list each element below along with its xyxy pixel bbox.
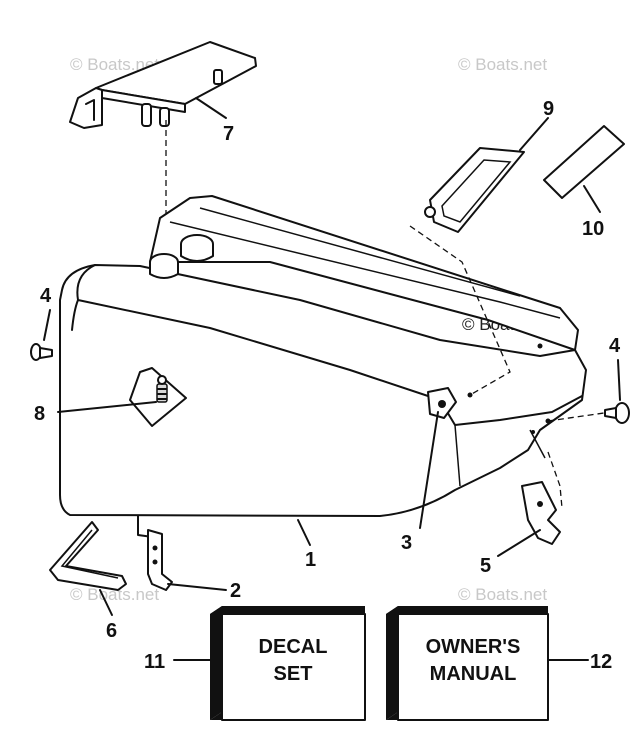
part-9-window xyxy=(424,147,525,233)
callout-10: 10 xyxy=(582,218,604,240)
part-6-seal xyxy=(49,521,127,591)
part-3-grommet xyxy=(427,387,457,419)
part-8-latch xyxy=(129,367,187,427)
part-1-engine-cover xyxy=(59,195,587,539)
part-2-bracket xyxy=(147,529,173,591)
decal-box-line1: DECAL xyxy=(259,636,328,658)
leader-5 xyxy=(497,529,541,557)
callout-4-left: 4 xyxy=(40,285,52,307)
callout-1: 1 xyxy=(305,549,316,571)
leader-9-dash xyxy=(409,225,511,396)
callout-7: 7 xyxy=(223,123,234,145)
part-10-strip xyxy=(543,125,625,199)
leader-4-left xyxy=(43,309,51,341)
callout-11: 11 xyxy=(144,651,165,673)
callout-12: 12 xyxy=(590,651,612,673)
leader-1 xyxy=(297,519,311,546)
callout-3: 3 xyxy=(401,532,412,554)
watermark-bottom-left: © Boats.net xyxy=(70,585,159,604)
watermark-top-right: © Boats.net xyxy=(458,55,547,74)
callout-8: 8 xyxy=(34,403,45,425)
part-5-bracket xyxy=(521,481,561,545)
leader-10 xyxy=(583,185,601,213)
part-7-top-cap xyxy=(69,41,257,129)
part-11-decal-box: DECAL SET xyxy=(210,606,366,721)
callout-4-right: 4 xyxy=(609,335,621,357)
manual-box-line2: MANUAL xyxy=(430,663,517,685)
decal-box-line2: SET xyxy=(274,663,313,685)
watermark-bottom-right: © Boats.net xyxy=(458,585,547,604)
callout-6: 6 xyxy=(106,620,117,642)
callout-2: 2 xyxy=(230,580,241,602)
leader-7 xyxy=(195,97,227,119)
leader-5-dash xyxy=(547,451,563,509)
callout-9: 9 xyxy=(543,98,554,120)
leader-8 xyxy=(57,401,157,413)
part-4-left-pin xyxy=(30,343,53,361)
part-12-manual-box: OWNER'S MANUAL xyxy=(386,606,549,721)
leader-2 xyxy=(167,583,227,591)
part-4-right-pin xyxy=(604,402,630,424)
callout-5: 5 xyxy=(480,555,491,577)
leader-4-right xyxy=(617,359,621,401)
manual-box-line1: OWNER'S xyxy=(426,636,521,658)
watermark-top-left: © Boats.net xyxy=(70,55,159,74)
leader-9 xyxy=(519,117,549,151)
leader-6 xyxy=(99,589,113,616)
leader-3 xyxy=(419,411,439,529)
